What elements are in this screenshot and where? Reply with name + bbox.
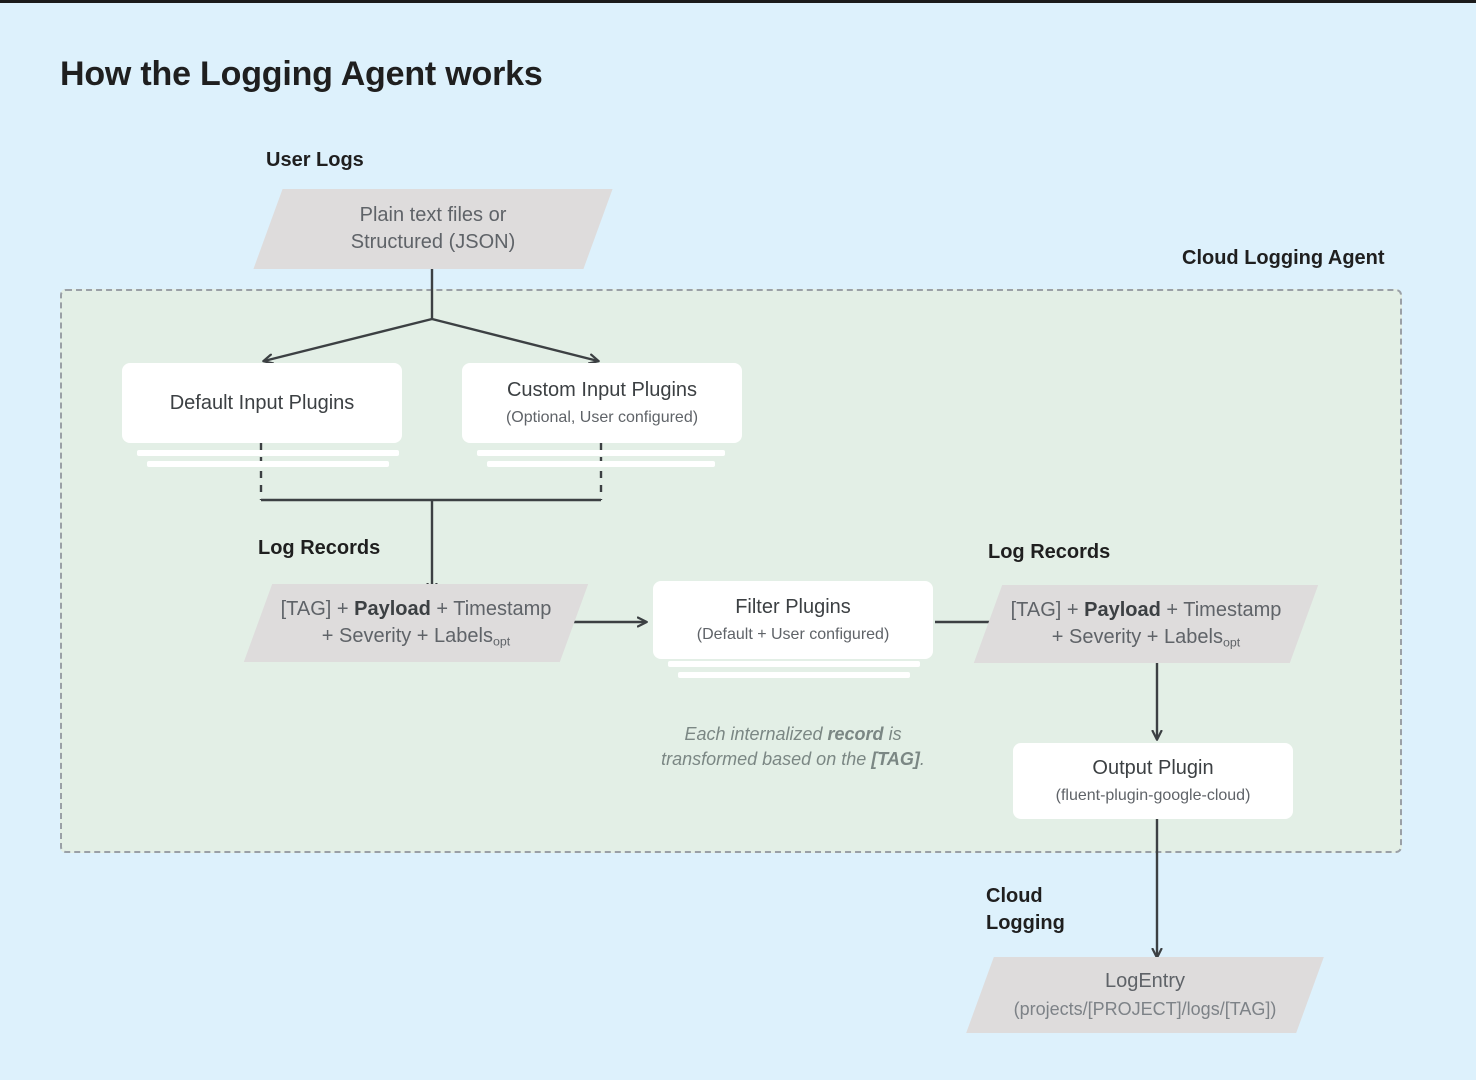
output-plugin-subtitle: (fluent-plugin-google-cloud) [1055,787,1251,805]
node-log-record-left: [TAG] + Payload + Timestamp + Severity +… [243,584,589,662]
custom-input-plugins-stack-2 [487,461,715,467]
node-filter-plugins[interactable]: Filter Plugins (Default + User configure… [653,581,933,659]
log-record-right-line2-text: + Severity + Labels [1051,625,1223,648]
user-logs-line2: Structured (JSON) [350,231,516,253]
transform-note-pre: Each internalized [684,723,828,744]
transform-note-bold-tag: [TAG] [871,748,920,769]
transform-note-end: . [919,748,925,769]
log-record-left-line1: [TAG] + Payload + Timestamp [281,596,552,623]
transform-note-mid: is transformed based on the [661,723,902,769]
group-label-cloud-logging-agent: Cloud Logging Agent [1182,247,1385,269]
log-record-left-payload: Payload [354,597,431,620]
node-log-entry: LogEntry (projects/[PROJECT]/logs/[TAG]) [966,957,1324,1033]
log-record-left-line2: + Severity + Labelsopt [322,623,510,650]
filter-plugins-stack-2 [678,672,910,678]
custom-input-plugins-title: Custom Input Plugins [506,379,698,402]
filter-plugins-subtitle: (Default + User configured) [696,626,890,644]
log-record-right-payload: Payload [1084,598,1161,621]
default-input-plugins-stack-1 [137,450,399,456]
filter-plugins-title: Filter Plugins [735,596,851,619]
node-custom-input-plugins[interactable]: Custom Input Plugins (Optional, User con… [462,363,742,443]
log-record-left-line2-text: + Severity + Labels [321,624,493,647]
transform-note-bold-record: record [827,723,884,744]
custom-input-plugins-subtitle: (Optional, User configured) [505,409,699,427]
node-log-record-right: [TAG] + Payload + Timestamp + Severity +… [973,585,1319,663]
log-record-right-line2: + Severity + Labelsopt [1052,624,1240,651]
group-label-log-records-left: Log Records [258,537,381,559]
user-logs-line1: Plain text files or [359,204,507,226]
group-label-user-logs: User Logs [266,149,364,171]
default-input-plugins-title: Default Input Plugins [169,391,355,414]
group-label-log-records-right: Log Records [988,541,1111,563]
transform-note: Each internalized record is transformed … [623,697,963,771]
log-entry-subtitle: (projects/[PROJECT]/logs/[TAG]) [1013,999,1277,1020]
filter-plugins-stack-1 [668,661,920,667]
log-record-left-rest: + Timestamp [430,597,552,620]
log-record-left-tag: [TAG] + [280,597,355,620]
custom-input-plugins-stack-1 [477,450,725,456]
log-record-right-tag: [TAG] + [1010,598,1085,621]
log-record-left-opt: opt [492,634,511,649]
log-record-right-line1: [TAG] + Payload + Timestamp [1011,597,1282,624]
log-entry-title: LogEntry [1104,970,1186,993]
default-input-plugins-stack-2 [147,461,389,467]
log-record-right-opt: opt [1222,635,1241,650]
log-record-right-rest: + Timestamp [1160,598,1282,621]
node-user-logs-source: Plain text files or Structured (JSON) [253,189,613,269]
node-output-plugin[interactable]: Output Plugin (fluent-plugin-google-clou… [1013,743,1293,819]
output-plugin-title: Output Plugin [1092,757,1214,780]
node-default-input-plugins[interactable]: Default Input Plugins [122,363,402,443]
group-label-cloud-logging: Cloud Logging [986,885,1065,934]
page-title: How the Logging Agent works [60,55,543,93]
